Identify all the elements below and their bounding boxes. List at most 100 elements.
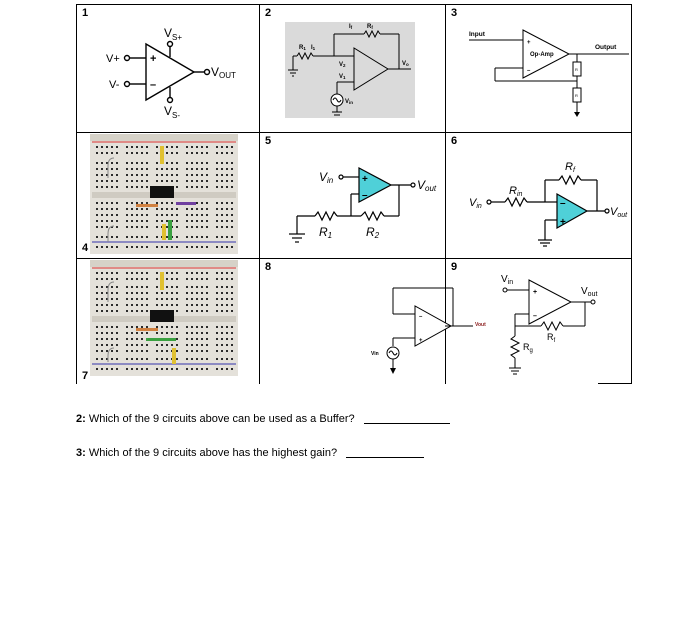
breadboard-hole xyxy=(141,180,143,182)
breadboard-hole xyxy=(171,180,173,182)
svg-text:R1: R1 xyxy=(299,45,306,51)
breadboard-hole xyxy=(131,338,133,340)
breadboard-hole xyxy=(176,162,178,164)
breadboard-hole xyxy=(221,286,223,288)
breadboard-hole xyxy=(116,298,118,300)
breadboard-hole xyxy=(171,214,173,216)
breadboard-hole xyxy=(126,304,128,306)
breadboard-hole xyxy=(166,246,168,248)
cell-8: 8 – + Vout Vin xyxy=(259,258,486,384)
breadboard-hole xyxy=(186,310,188,312)
breadboard-hole xyxy=(221,246,223,248)
breadboard-hole xyxy=(141,220,143,222)
breadboard-hole xyxy=(196,152,198,154)
breadboard-hole xyxy=(226,272,228,274)
if-label: I xyxy=(349,24,351,30)
breadboard-hole xyxy=(206,146,208,148)
breadboard-hole xyxy=(106,338,108,340)
breadboard-hole xyxy=(111,246,113,248)
breadboard-hole xyxy=(196,236,198,238)
breadboard-hole xyxy=(156,298,158,300)
breadboard-hole xyxy=(196,202,198,204)
breadboard-hole xyxy=(206,180,208,182)
breadboard-hole xyxy=(171,286,173,288)
breadboard-hole xyxy=(221,292,223,294)
breadboard-hole xyxy=(166,214,168,216)
breadboard-hole xyxy=(231,298,233,300)
breadboard-hole xyxy=(141,174,143,176)
breadboard-hole xyxy=(201,272,203,274)
breadboard-hole xyxy=(206,174,208,176)
v-minus-label: V- xyxy=(109,79,120,91)
breadboard-hole xyxy=(141,272,143,274)
breadboard-hole xyxy=(216,286,218,288)
breadboard-hole xyxy=(186,292,188,294)
breadboard-hole xyxy=(156,202,158,204)
breadboard-hole xyxy=(166,152,168,154)
breadboard-hole xyxy=(96,338,98,340)
breadboard-photo-7 xyxy=(90,260,238,376)
breadboard-hole xyxy=(231,278,233,280)
breadboard-hole xyxy=(111,332,113,334)
breadboard-hole xyxy=(141,168,143,170)
breadboard-hole xyxy=(141,208,143,210)
breadboard-hole xyxy=(216,298,218,300)
breadboard-hole xyxy=(171,208,173,210)
breadboard-hole xyxy=(176,236,178,238)
breadboard-hole xyxy=(156,162,158,164)
breadboard-hole xyxy=(131,162,133,164)
breadboard-hole xyxy=(206,298,208,300)
breadboard-hole xyxy=(101,368,103,370)
breadboard-hole xyxy=(171,202,173,204)
breadboard-hole xyxy=(231,236,233,238)
breadboard-hole xyxy=(111,214,113,216)
breadboard-hole xyxy=(221,298,223,300)
breadboard-hole xyxy=(176,220,178,222)
breadboard-hole xyxy=(216,186,218,188)
vs-minus-label: V xyxy=(164,104,172,118)
breadboard-hole xyxy=(231,286,233,288)
breadboard-hole xyxy=(176,278,178,280)
breadboard-hole xyxy=(166,286,168,288)
question-number: 3: xyxy=(76,447,86,459)
breadboard-hole xyxy=(191,338,193,340)
breadboard-hole xyxy=(186,186,188,188)
breadboard-hole xyxy=(101,286,103,288)
breadboard-hole xyxy=(106,292,108,294)
breadboard-hole xyxy=(176,292,178,294)
breadboard-hole xyxy=(111,202,113,204)
vout-label: Vout xyxy=(475,322,486,328)
breadboard-hole xyxy=(196,358,198,360)
answer-blank[interactable] xyxy=(363,423,450,424)
circuit-grid: 1 + – VS+ V+ V- VOUT VS- 2 xyxy=(76,4,632,384)
breadboard-hole xyxy=(96,162,98,164)
breadboard-hole xyxy=(196,272,198,274)
breadboard-hole xyxy=(126,350,128,352)
breadboard-hole xyxy=(206,220,208,222)
breadboard-hole xyxy=(156,332,158,334)
breadboard-hole xyxy=(166,226,168,228)
breadboard-hole xyxy=(176,214,178,216)
breadboard-hole xyxy=(106,310,108,312)
breadboard-hole xyxy=(226,162,228,164)
breadboard-hole xyxy=(106,350,108,352)
breadboard-hole xyxy=(186,332,188,334)
breadboard-hole xyxy=(131,174,133,176)
breadboard-hole xyxy=(111,162,113,164)
minus-sign: – xyxy=(560,198,566,209)
breadboard-hole xyxy=(146,368,148,370)
breadboard-hole xyxy=(221,146,223,148)
breadboard-hole xyxy=(136,338,138,340)
breadboard-hole xyxy=(136,298,138,300)
breadboard-hole xyxy=(206,278,208,280)
plus-sign: + xyxy=(419,338,423,344)
breadboard-hole xyxy=(221,358,223,360)
question-buffer: 2: Which of the 9 circuits above can be … xyxy=(76,413,450,425)
breadboard-hole xyxy=(96,214,98,216)
question-text: Which of the 9 circuits above has the hi… xyxy=(88,447,338,459)
breadboard-hole xyxy=(196,174,198,176)
breadboard-hole xyxy=(111,344,113,346)
breadboard-hole xyxy=(201,292,203,294)
answer-blank[interactable] xyxy=(346,457,425,458)
breadboard-hole xyxy=(166,202,168,204)
